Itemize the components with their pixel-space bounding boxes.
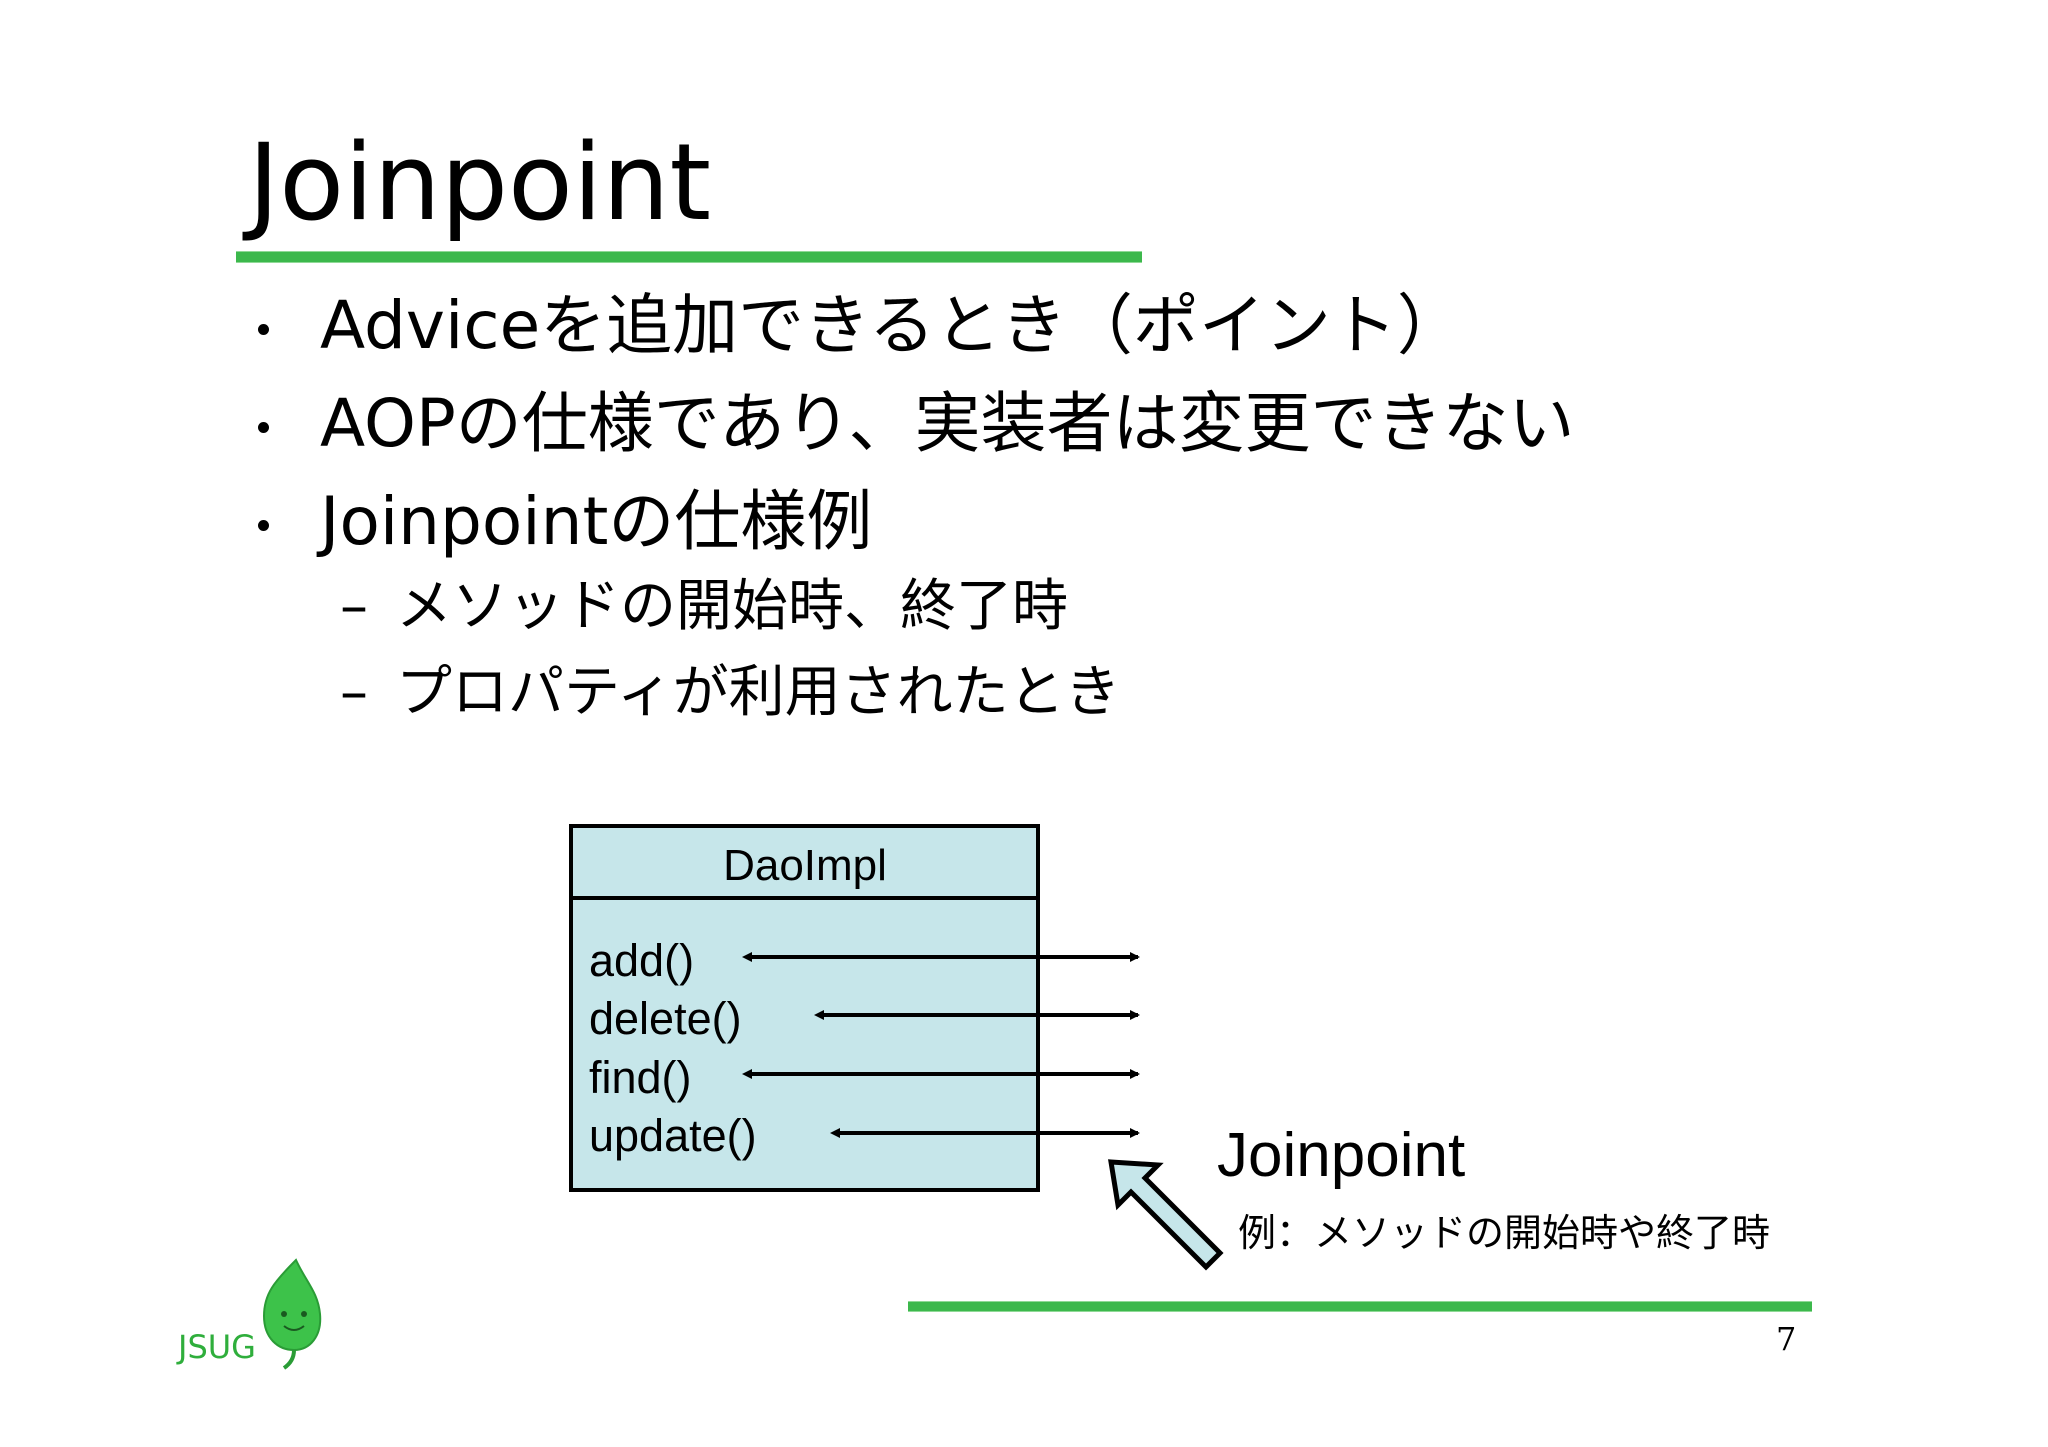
title-underline bbox=[236, 252, 1142, 262]
sub-bullet-text: プロパティが利用されたとき bbox=[396, 660, 1121, 725]
slide-title: Joinpoint bbox=[248, 121, 712, 244]
method-label: find() bbox=[589, 1052, 692, 1103]
method-label: delete() bbox=[589, 993, 742, 1044]
pointer-arrow-icon bbox=[1108, 1159, 1224, 1271]
bullet-text: Joinpointの仕様例 bbox=[320, 483, 873, 560]
class-name: DaoImpl bbox=[723, 841, 887, 890]
method-label: add() bbox=[589, 935, 694, 986]
bullet-text: AOPの仕様であり、実装者は変更できない bbox=[320, 385, 1575, 462]
dash-marker: – bbox=[340, 574, 368, 639]
logo-text: JSUG bbox=[178, 1328, 256, 1366]
method-label: update() bbox=[589, 1110, 757, 1161]
bullet-dot-icon bbox=[258, 520, 269, 531]
sub-bullet-text: メソッドの開始時、終了時 bbox=[396, 574, 1068, 639]
bullet-dot-icon bbox=[258, 422, 269, 433]
bullet-dot-icon bbox=[258, 324, 269, 335]
joinpoint-example: 例：メソッドの開始時や終了時 bbox=[1238, 1211, 1771, 1255]
footer-rule bbox=[908, 1302, 1812, 1311]
leaf-logo-icon bbox=[262, 1258, 322, 1370]
bullet-text: Adviceを追加できるとき（ポイント） bbox=[320, 287, 1463, 364]
page-number: 7 bbox=[1776, 1320, 1797, 1358]
dash-marker: – bbox=[340, 660, 368, 725]
joinpoint-label: Joinpoint bbox=[1217, 1121, 1466, 1190]
